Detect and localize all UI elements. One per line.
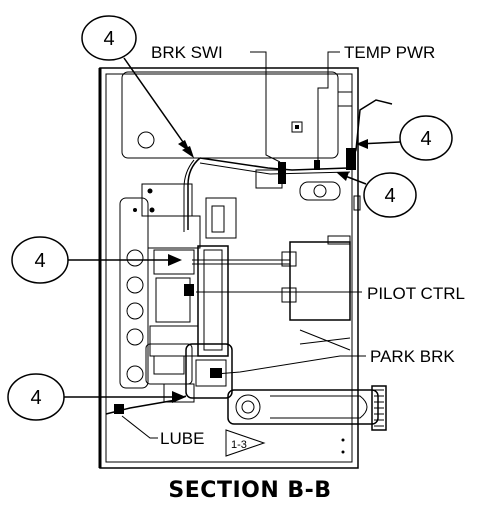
enclosure-frame [98, 67, 359, 469]
callout-4-right-lower: 4 [336, 172, 417, 218]
lube-reference: 1-3 [231, 439, 247, 451]
pilot-block [281, 235, 351, 351]
lower-assembly [105, 385, 387, 431]
callout-number: 4 [103, 28, 114, 50]
callout-4-left-lower: 4 [7, 373, 186, 421]
label-pilot-control: PILOT CTRL [196, 284, 465, 303]
brake-switch-label: BRK SWI [151, 43, 223, 62]
callout-4-right-upper: 4 [356, 115, 453, 161]
reference-flag [225, 429, 266, 457]
callout-number: 4 [384, 185, 395, 207]
temp-power-label: TEMP PWR [344, 43, 435, 62]
label-temp-power: TEMP PWR [317, 43, 435, 160]
callout-number: 4 [30, 387, 41, 409]
callout-number: 4 [34, 250, 45, 272]
callout-number: 4 [420, 128, 431, 150]
wiring-harness [183, 91, 393, 232]
label-brake-switch: BRK SWI [151, 43, 281, 163]
valve-stack [141, 183, 290, 403]
callout-4-left-middle: 4 [11, 236, 182, 284]
lube-label: LUBE [160, 429, 204, 448]
pilot-control-label: PILOT CTRL [367, 284, 465, 303]
label-park-brake: PARK BRK [215, 347, 455, 375]
label-lube: LUBE 1-3 [121, 415, 266, 457]
callout-4-top: 4 [81, 15, 194, 158]
section-title: SECTION B-B [168, 478, 331, 503]
park-brake-label: PARK BRK [370, 347, 455, 366]
